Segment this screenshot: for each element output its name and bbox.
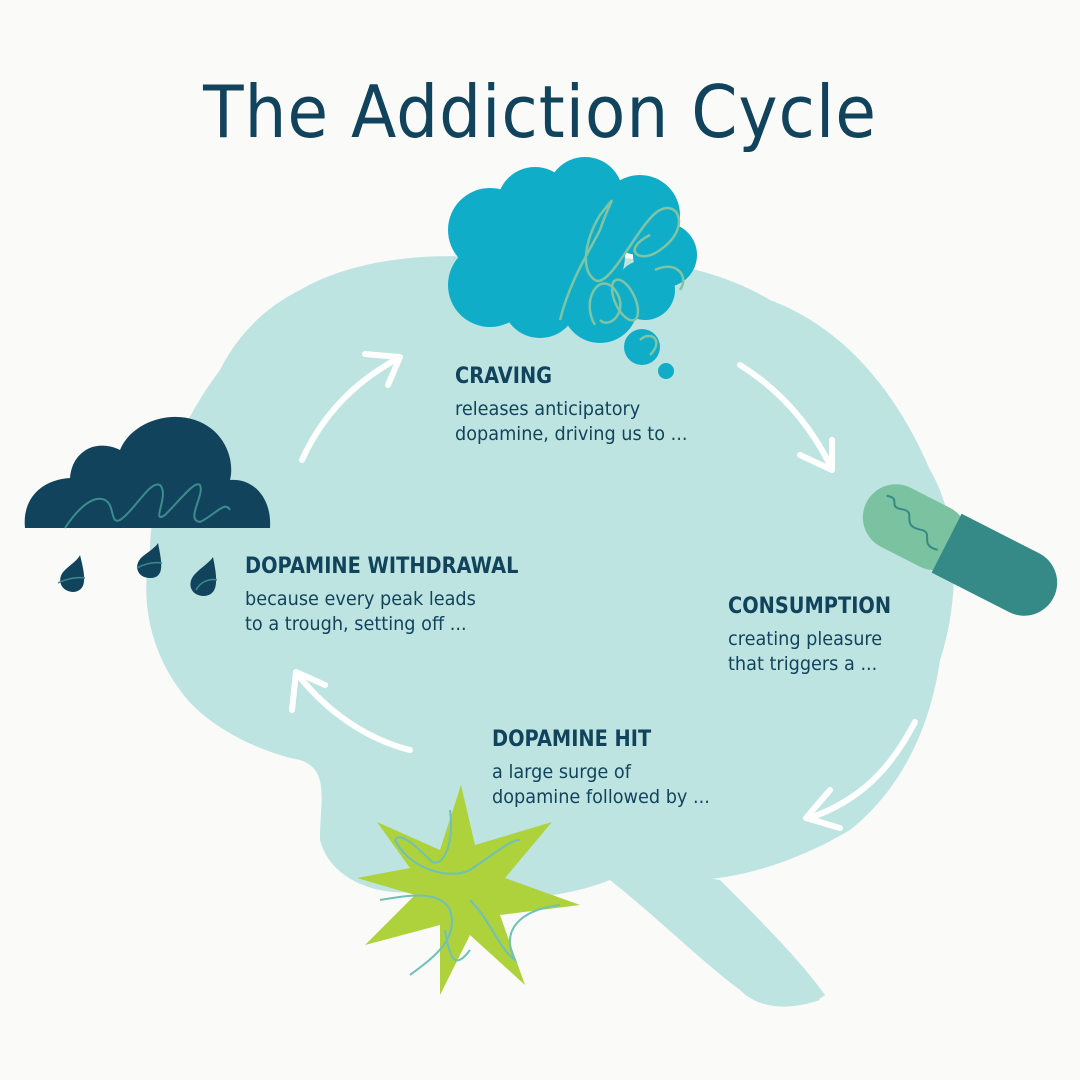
stage-name: DOPAMINE HIT bbox=[492, 727, 652, 752]
pill-capsule-icon bbox=[862, 484, 1058, 616]
arrow-hit-to-withdrawal bbox=[289, 669, 413, 753]
stage-desc-line1: releases anticipatory bbox=[455, 398, 641, 420]
stage-name: CONSUMPTION bbox=[728, 594, 892, 619]
stage-name: CRAVING bbox=[455, 364, 553, 389]
rain-cloud-icon bbox=[24, 416, 271, 596]
stage-dopamine-withdrawal: DOPAMINE WITHDRAWAL because every peak l… bbox=[245, 554, 556, 637]
arrow-craving-to-consumption bbox=[737, 362, 835, 473]
stage-desc-line1: creating pleasure bbox=[728, 628, 883, 650]
stage-desc-line1: because every peak leads bbox=[245, 588, 476, 610]
brain-shape bbox=[146, 256, 954, 1007]
stage-desc-line1: a large surge of bbox=[492, 761, 631, 783]
starburst-icon bbox=[357, 785, 580, 995]
stage-name: DOPAMINE WITHDRAWAL bbox=[245, 554, 519, 579]
stage-desc-line2: to a trough, setting off ... bbox=[245, 613, 467, 635]
stage-desc-line2: that triggers a ... bbox=[728, 653, 878, 675]
stage-craving: CRAVING releases anticipatory dopamine, … bbox=[455, 364, 705, 447]
brain-stem bbox=[600, 860, 825, 1005]
thought-cloud-icon bbox=[448, 157, 697, 379]
page-title: The Addiction Cycle bbox=[203, 70, 877, 154]
arrow-withdrawal-to-craving bbox=[299, 351, 403, 463]
stage-desc-line2: dopamine followed by ... bbox=[492, 786, 710, 808]
stage-consumption: CONSUMPTION creating pleasure that trigg… bbox=[728, 594, 913, 677]
stage-dopamine-hit: DOPAMINE HIT a large surge of dopamine f… bbox=[492, 727, 726, 810]
arrow-consumption-to-hit bbox=[803, 719, 918, 831]
stage-desc-line2: dopamine, driving us to ... bbox=[455, 423, 688, 445]
